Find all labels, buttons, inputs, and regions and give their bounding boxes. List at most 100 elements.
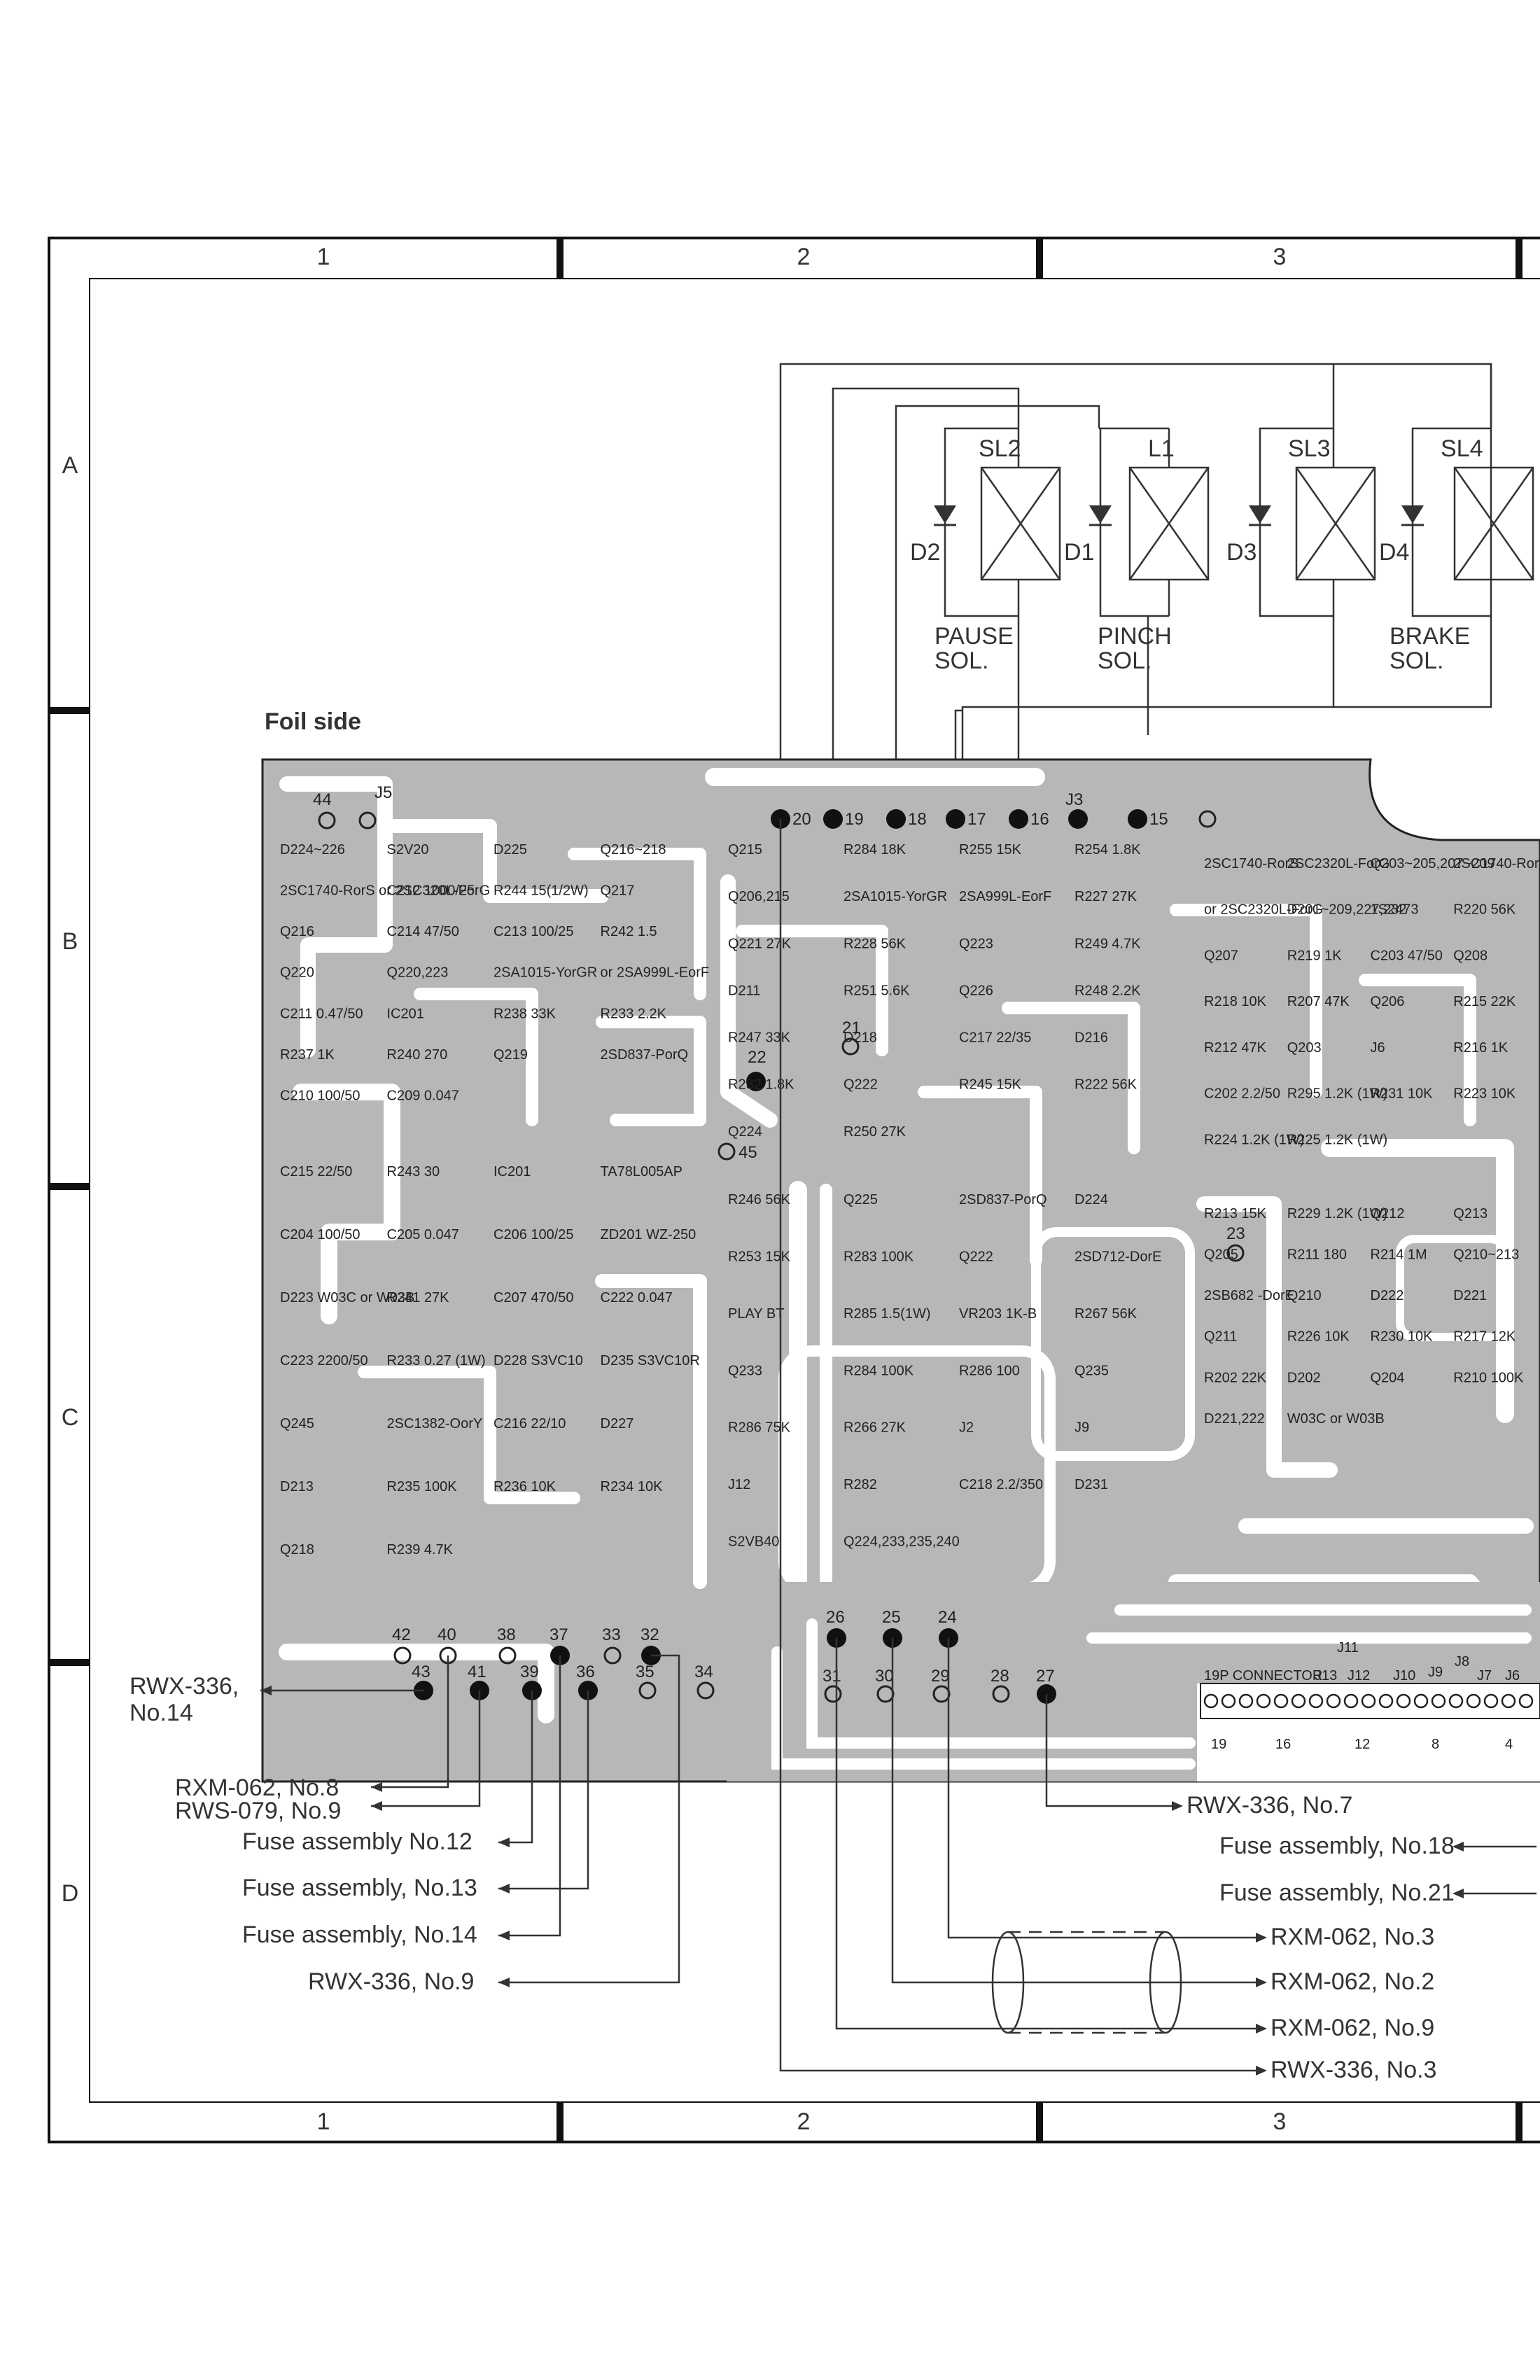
component-label: R225 1.2K (1W) bbox=[1287, 1132, 1387, 1147]
jumper-label-j11: J11 bbox=[1337, 1640, 1359, 1656]
solenoid-label-sl4: SL4 bbox=[1441, 435, 1483, 462]
jumper-label-j10: J10 bbox=[1393, 1668, 1415, 1684]
component-label: R283 100K bbox=[844, 1249, 914, 1264]
pad-label-41: 41 bbox=[468, 1662, 486, 1681]
pad-label-43: 43 bbox=[412, 1662, 430, 1681]
component-label: R244 15(1/2W) bbox=[493, 883, 589, 899]
solenoid-l1: L1 D1 PINCH SOL. bbox=[1064, 427, 1210, 735]
component-label: R247 33K bbox=[728, 1030, 791, 1046]
connector-number-16: 16 bbox=[1275, 1737, 1291, 1752]
callout-rxm062-no8: RXM-062, No.8 bbox=[175, 1774, 339, 1801]
component-label: R236 10K bbox=[493, 1479, 556, 1494]
component-label: R266 27K bbox=[844, 1420, 906, 1436]
solenoid-label-l1: L1 bbox=[1148, 435, 1175, 462]
component-label: IC201 bbox=[387, 1006, 424, 1021]
component-label: R224 1.2K (1W) bbox=[1204, 1132, 1304, 1147]
component-label: C206 100/25 bbox=[493, 1227, 574, 1242]
connector-number-19: 19 bbox=[1211, 1737, 1226, 1752]
callout-fuse-no18: Fuse assembly, No.18 bbox=[1219, 1833, 1455, 1859]
connector-pin bbox=[1396, 1693, 1411, 1709]
right-callout-arrows bbox=[1172, 1801, 1464, 2076]
pad-label-j5: J5 bbox=[374, 783, 392, 802]
component-label: Q222 bbox=[959, 1249, 993, 1264]
sheet-frame bbox=[48, 237, 1540, 2143]
component-label: R237 1K bbox=[280, 1047, 335, 1063]
component-label: C223 2200/50 bbox=[280, 1353, 368, 1368]
component-label: 2SC1740-RorS bbox=[1453, 856, 1540, 872]
diode-label-d4: D4 bbox=[1379, 539, 1409, 566]
component-label: Q225 bbox=[844, 1192, 878, 1208]
grid-labels: 1 2 3 1 2 3 A B C D bbox=[62, 244, 1287, 2135]
callout-fuse-no14: Fuse assembly, No.14 bbox=[242, 1921, 477, 1948]
component-label: D225 bbox=[493, 842, 527, 858]
component-label: S2V20 bbox=[387, 842, 429, 858]
component-label: IC201 bbox=[493, 1164, 531, 1180]
pad-label-24: 24 bbox=[938, 1608, 957, 1627]
solenoid-sl3: SL3 D3 bbox=[1226, 427, 1376, 707]
solenoid-caption-brake-sol: SOL. bbox=[1390, 648, 1443, 674]
component-label: R207 47K bbox=[1287, 994, 1350, 1009]
pad-label-29: 29 bbox=[931, 1667, 950, 1686]
callout-fuse-no21: Fuse assembly, No.21 bbox=[1219, 1879, 1455, 1906]
component-label: Q222 bbox=[844, 1077, 878, 1093]
component-label: 1S2473 bbox=[1371, 902, 1419, 918]
left-callout-arrows bbox=[260, 1686, 510, 1987]
component-label: C215 22/50 bbox=[280, 1164, 352, 1180]
callout-rwx336-no3: RWX-336, No.3 bbox=[1270, 2057, 1436, 2083]
component-label: R286 100 bbox=[959, 1363, 1020, 1378]
component-label: R251 5.6K bbox=[844, 983, 910, 998]
component-label: Q216~218 bbox=[601, 842, 666, 858]
component-label: R267 56K bbox=[1074, 1306, 1138, 1322]
connector-pin bbox=[1466, 1693, 1481, 1709]
component-label: D231 bbox=[1074, 1477, 1108, 1492]
foil-board bbox=[261, 758, 1540, 1783]
pad-label-17: 17 bbox=[967, 810, 986, 829]
jumper-label-j12: J12 bbox=[1348, 1668, 1370, 1684]
row-label-b: B bbox=[62, 928, 78, 955]
connector-pin bbox=[1483, 1693, 1499, 1709]
callout-fuse-no13: Fuse assembly, No.13 bbox=[242, 1875, 477, 1901]
connector-pin bbox=[1203, 1693, 1219, 1709]
component-label: R222 56K bbox=[1074, 1077, 1138, 1093]
connector-pin bbox=[1291, 1693, 1306, 1709]
connector-pin bbox=[1448, 1693, 1464, 1709]
connector-pin bbox=[1273, 1693, 1289, 1709]
right-callouts: RWX-336, No.7 Fuse assembly, No.18 Fuse … bbox=[1186, 1792, 1455, 2083]
component-label: C203 47/50 bbox=[1371, 948, 1443, 963]
component-label: R242 1.5 bbox=[601, 924, 657, 939]
connector-pin bbox=[1238, 1693, 1254, 1709]
component-label: R243 30 bbox=[387, 1164, 440, 1180]
component-label: Q233 bbox=[728, 1363, 762, 1378]
column-label-top-1: 1 bbox=[317, 244, 330, 270]
solenoid-caption-pause: PAUSE bbox=[934, 623, 1014, 650]
callout-rwx336-no14-line2: No.14 bbox=[130, 1700, 193, 1726]
component-label: R234 10K bbox=[601, 1479, 664, 1494]
component-label: Q206 bbox=[1371, 994, 1405, 1009]
pad-label-36: 36 bbox=[576, 1662, 595, 1681]
column-label-bottom-2: 2 bbox=[797, 2108, 811, 2135]
component-label: 2SD712-DorE bbox=[1074, 1249, 1162, 1264]
pad-label-37: 37 bbox=[550, 1625, 568, 1644]
connector-label: 19P CONNECTOR bbox=[1204, 1668, 1322, 1684]
component-label: R235 100K bbox=[387, 1479, 458, 1494]
pad-label-33: 33 bbox=[602, 1625, 621, 1644]
component-label: 2SC2320L-ForG bbox=[1287, 856, 1390, 872]
component-label: 2SD837-PorQ bbox=[601, 1047, 689, 1063]
component-label: Q216 bbox=[280, 924, 314, 939]
callout-rxm062-no2: RXM-062, No.2 bbox=[1270, 1968, 1434, 1995]
component-label: R202 22K bbox=[1204, 1370, 1267, 1385]
jumper-label-j9: J9 bbox=[1428, 1665, 1443, 1680]
component-label: D213 bbox=[280, 1479, 314, 1494]
pad-label-39: 39 bbox=[520, 1662, 539, 1681]
component-label: R284 18K bbox=[844, 842, 906, 858]
diode-label-d3: D3 bbox=[1226, 539, 1256, 566]
component-label: D221,222 bbox=[1204, 1411, 1265, 1427]
component-label: R240 270 bbox=[387, 1047, 448, 1063]
callout-rxm062-no9: RXM-062, No.9 bbox=[1270, 2015, 1434, 2041]
pad-label-j3: J3 bbox=[1065, 790, 1083, 809]
component-label: J2 bbox=[959, 1420, 974, 1436]
solenoid-sl2: SL2 D2 PAUSE SOL. bbox=[910, 427, 1061, 793]
row-label-a: A bbox=[62, 452, 78, 479]
component-label: R223 10K bbox=[1453, 1086, 1516, 1102]
